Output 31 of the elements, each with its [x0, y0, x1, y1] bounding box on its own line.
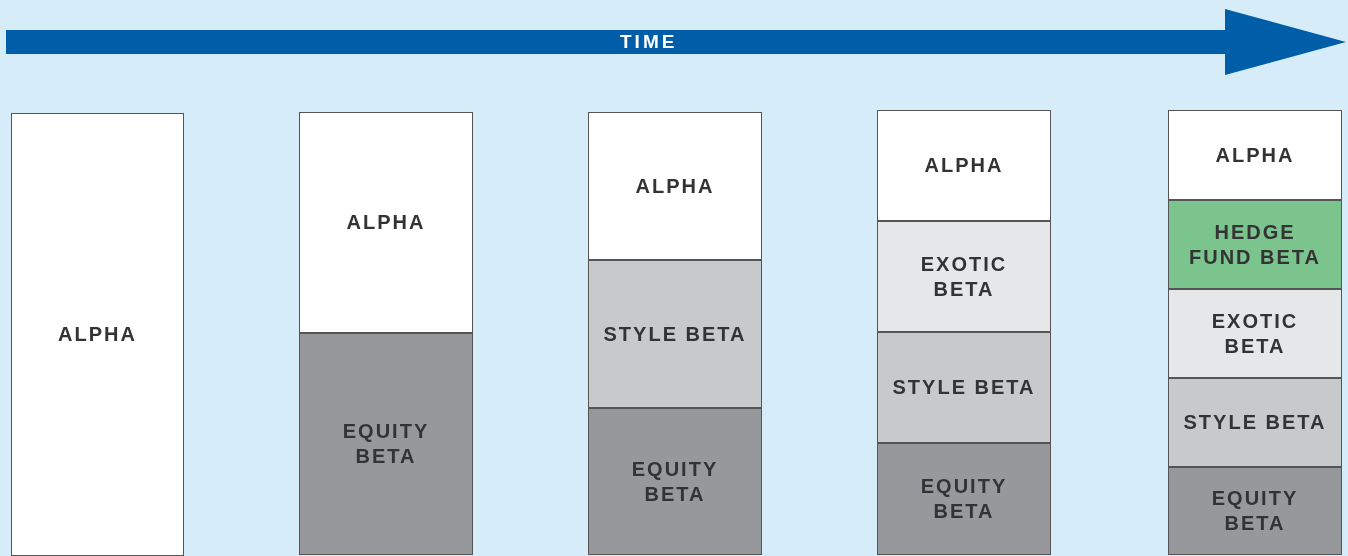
- block-label: EQUITY BETA: [919, 474, 1009, 524]
- block-label: ALPHA: [57, 322, 138, 347]
- block-label: EQUITY BETA: [341, 419, 431, 469]
- block-label: EXOTIC BETA: [919, 251, 1009, 302]
- stacked-block: [588, 112, 762, 260]
- stacked-block: [1168, 378, 1342, 467]
- block-label: HEDGE FUND BETA: [1187, 219, 1323, 270]
- stacked-block: [588, 260, 762, 408]
- stacked-block: [877, 332, 1051, 443]
- stacked-block: [1168, 200, 1342, 289]
- block-label: ALPHA: [1214, 142, 1296, 168]
- stacked-block: [1168, 110, 1342, 200]
- stacked-block: [299, 333, 473, 555]
- stacked-block: [1168, 289, 1342, 378]
- stacked-block: [877, 110, 1051, 221]
- stacked-block: [588, 408, 762, 555]
- axis-label: TIME: [620, 31, 678, 53]
- stacked-block: [299, 112, 473, 333]
- block-label: EQUITY BETA: [1210, 486, 1300, 536]
- block-label: STYLE BETA: [602, 321, 748, 347]
- block-label: ALPHA: [923, 153, 1005, 178]
- block-label: ALPHA: [345, 210, 427, 235]
- block-label: STYLE BETA: [891, 375, 1037, 400]
- block-label: ALPHA: [634, 173, 716, 199]
- block-label: EXOTIC BETA: [1210, 308, 1300, 359]
- stacked-block: [1168, 467, 1342, 555]
- stacked-block: [877, 443, 1051, 555]
- stacked-block: [11, 113, 184, 556]
- block-label: EQUITY BETA: [630, 456, 720, 507]
- block-label: STYLE BETA: [1182, 410, 1328, 435]
- stacked-block: [877, 221, 1051, 332]
